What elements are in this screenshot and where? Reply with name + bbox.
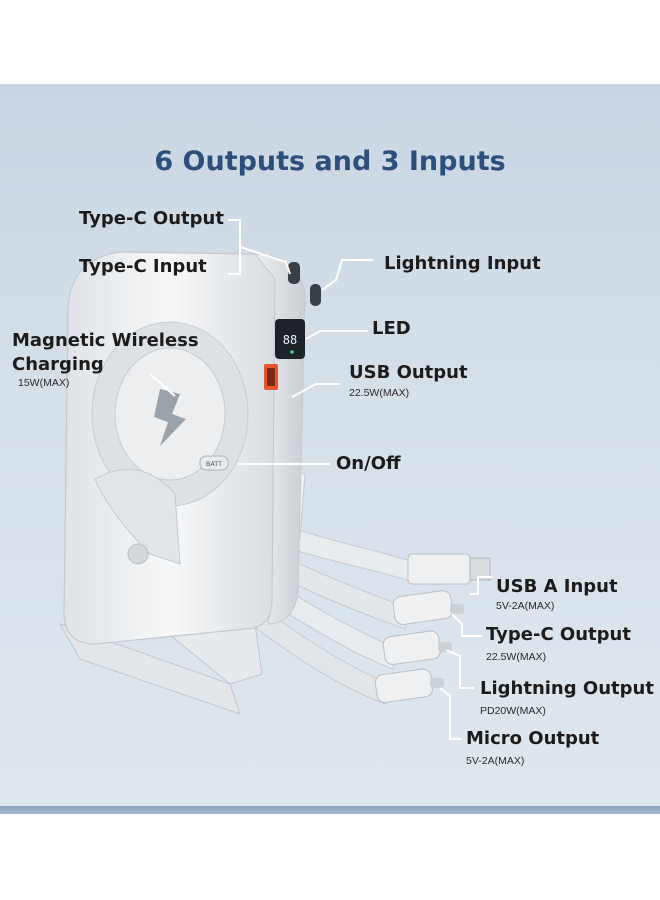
label-usb-output: USB Output: [349, 362, 468, 383]
led-display: [275, 319, 305, 359]
label-lightning-input: Lightning Input: [384, 253, 541, 274]
label-led: LED: [372, 318, 411, 339]
label-on-off: On/Off: [336, 453, 401, 474]
spec-lightning-output: PD20W(MAX): [480, 705, 546, 717]
svg-text:BATT: BATT: [206, 460, 222, 468]
spec-magnetic: 15W(MAX): [18, 377, 70, 389]
lightning-bolt-icon: [154, 389, 186, 446]
product-poster: 88 BATT: [0, 84, 660, 806]
label-type-c-input: Type-C Input: [79, 256, 207, 277]
label-type-c-output-cable: Type-C Output: [486, 624, 631, 645]
power-bank-illustration: 88 BATT: [58, 219, 492, 740]
bottom-band: [0, 806, 660, 814]
spec-usb-a-input: 5V-2A(MAX): [496, 600, 555, 612]
spec-usb-output: 22.5W(MAX): [349, 387, 410, 399]
label-charging: Charging: [12, 354, 104, 375]
page-title: 6 Outputs and 3 Inputs: [154, 146, 506, 177]
cable-connectors: [374, 553, 491, 703]
type-c-port: [288, 262, 300, 284]
power-button: [199, 455, 229, 471]
spec-type-c-output-cable: 22.5W(MAX): [486, 651, 547, 663]
label-lightning-output: Lightning Output: [480, 678, 654, 699]
label-magnetic-wireless: Magnetic Wireless: [12, 330, 199, 351]
svg-text:88: 88: [283, 333, 297, 347]
label-type-c-output-top: Type-C Output: [79, 208, 224, 229]
label-micro-output: Micro Output: [466, 728, 600, 749]
lightning-port: [310, 284, 321, 306]
callout-lines: [149, 219, 492, 740]
label-usb-a-input: USB A Input: [496, 576, 618, 597]
spec-micro-output: 5V-2A(MAX): [466, 755, 525, 767]
